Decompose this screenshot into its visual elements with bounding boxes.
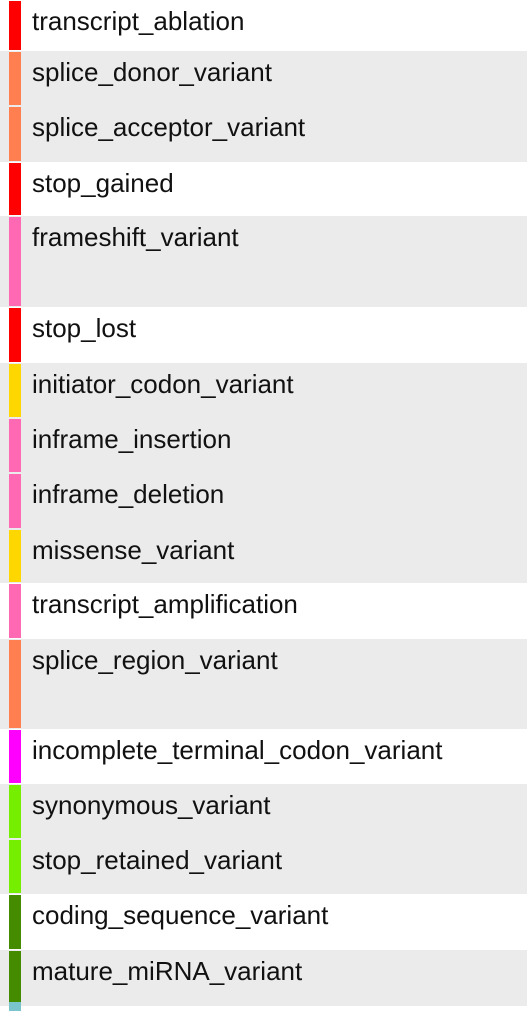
legend-row-splice-acceptor-variant: splice_acceptor_variant (0, 106, 527, 162)
legend-row-splice-region-variant: splice_region_variant (0, 639, 527, 729)
legend-swatch (9, 217, 21, 306)
legend-row-transcript-ablation: transcript_ablation (0, 0, 527, 51)
legend-swatch (9, 308, 21, 362)
legend-row-stop-lost: stop_lost (0, 307, 527, 363)
legend-swatch (9, 951, 21, 1005)
legend-label: initiator_codon_variant (32, 369, 294, 399)
legend-label: splice_acceptor_variant (32, 112, 306, 142)
legend-row-missense-variant: missense_variant (0, 529, 527, 583)
legend-row-initiator-codon-variant: initiator_codon_variant (0, 363, 527, 418)
legend-label: incomplete_terminal_codon_variant (32, 735, 443, 765)
legend-row-incomplete-terminal-codon-variant: incomplete_terminal_codon_variant (0, 729, 527, 784)
legend-row-splice-donor-variant: splice_donor_variant (0, 51, 527, 106)
legend-label: transcript_amplification (32, 589, 298, 619)
legend-row-inframe-insertion: inframe_insertion (0, 418, 527, 473)
legend-row-coding-sequence-variant: coding_sequence_variant (0, 894, 527, 950)
legend-label: frameshift_variant (32, 222, 239, 252)
legend-row-mature-mirna-variant: mature_miRNA_variant (0, 950, 527, 1006)
legend-swatch (9, 107, 21, 161)
legend-label: inframe_deletion (32, 479, 225, 509)
legend-swatch (9, 1, 21, 50)
legend-swatch (9, 364, 21, 417)
legend-swatch (9, 52, 21, 105)
legend-label: synonymous_variant (32, 790, 271, 820)
legend-row-inframe-deletion: inframe_deletion (0, 473, 527, 529)
legend-swatch-partial (9, 1002, 21, 1011)
legend-swatch (9, 785, 21, 838)
legend-label: stop_gained (32, 168, 174, 198)
legend-row-frameshift-variant: frameshift_variant (0, 216, 527, 307)
legend-row-transcript-amplification: transcript_amplification (0, 583, 527, 639)
legend-label: missense_variant (32, 535, 235, 565)
legend-swatch (9, 474, 21, 528)
legend-row-stop-gained: stop_gained (0, 162, 527, 216)
legend-swatch (9, 640, 21, 728)
legend-swatch (9, 163, 21, 215)
legend-label: transcript_ablation (32, 6, 245, 36)
legend-row-synonymous-variant: synonymous_variant (0, 784, 527, 839)
legend-label: splice_donor_variant (32, 57, 272, 87)
legend-swatch (9, 419, 21, 472)
legend-label: stop_lost (32, 313, 137, 343)
legend-row-stop-retained-variant: stop_retained_variant (0, 839, 527, 894)
legend-swatch (9, 895, 21, 949)
legend-label: stop_retained_variant (32, 845, 283, 875)
legend-swatch (9, 730, 21, 783)
legend-label: mature_miRNA_variant (32, 956, 303, 986)
legend-label: inframe_insertion (32, 424, 232, 454)
legend-swatch (9, 530, 21, 582)
legend-swatch (9, 584, 21, 638)
legend-label: splice_region_variant (32, 645, 278, 675)
legend-label: coding_sequence_variant (32, 900, 329, 930)
legend-swatch (9, 840, 21, 893)
